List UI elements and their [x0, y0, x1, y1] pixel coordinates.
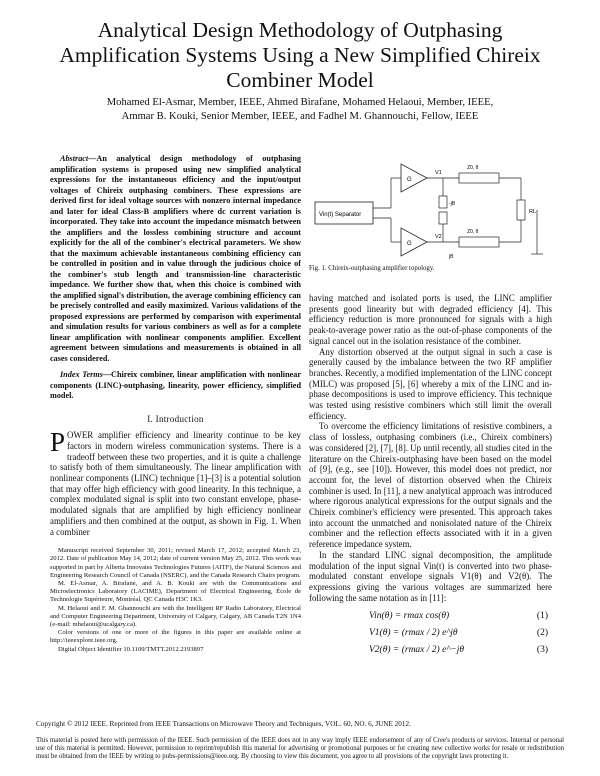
authors-line-2: Ammar B. Kouki, Senior Member, IEEE, and…	[121, 111, 479, 122]
right-paragraph-1: having matched and isolated ports is use…	[309, 293, 552, 346]
amp-bottom-label: G	[407, 241, 412, 247]
figure-caption: Fig. 1. Chireix-outphasing amplifier top…	[309, 265, 435, 272]
figure-chireix-topology: Vin(t) Separator G G V1 V2 -jB	[309, 150, 552, 265]
footnote-doi: Digital Object Identifier 10.1109/TMTT.2…	[58, 645, 204, 653]
circuit-diagram: Vin(t) Separator G G V1 V2 -jB	[314, 163, 543, 260]
separator-label: Vin(t) Separator	[319, 212, 361, 218]
equation-3-text: V2(θ) = (rmax / 2) e^−jθ	[369, 645, 465, 656]
v2-label: V2	[435, 234, 442, 240]
equation-3: V2(θ) = (rmax / 2) e^−jθ (3)	[309, 643, 552, 660]
left-column: Abstract—An analytical design methodolog…	[50, 154, 301, 654]
footnote-affiliation-2: M. Helaoui and F. M. Ghannouchi are with…	[50, 604, 301, 629]
equation-1-text: Vin(θ) = rmax cos(θ)	[369, 611, 450, 622]
right-paragraph-3: To overcome the efficiency limitations o…	[309, 421, 552, 550]
right-paragraph-2: Any distortion observed at the output si…	[309, 346, 552, 421]
footnote-affiliation-1: M. El-Asmar, A. Birafane, and A. B. Kouk…	[50, 580, 301, 604]
equation-1: Vin(θ) = rmax cos(θ) (1)	[309, 609, 552, 626]
section-heading-introduction: I. Introduction	[147, 413, 204, 424]
author-block: Mohamed El-Asmar, Member, IEEE, Ahmed Bi…	[40, 96, 560, 124]
v1-label: V1	[435, 170, 442, 176]
amplifier-bottom-icon	[400, 227, 428, 257]
equation-2-text: V1(θ) = (rmax / 2) e^jθ	[369, 628, 458, 639]
tline-top	[458, 172, 500, 184]
right-paragraph-4: In the standard LINC signal decompositio…	[309, 549, 552, 603]
tline-bottom-label: Z0, θ	[467, 229, 479, 235]
abstract-lead: Abstract—	[60, 154, 97, 163]
load-label: RL	[529, 209, 536, 215]
amp-top-label: G	[407, 177, 412, 183]
stub-bottom	[438, 211, 448, 225]
amplifier-top-icon	[400, 163, 428, 193]
abstract: Abstract—An analytical design methodolog…	[50, 154, 301, 364]
index-terms-lead: Index Terms—	[60, 370, 112, 379]
equation-3-number: (3)	[536, 645, 548, 656]
tline-bottom	[458, 236, 500, 248]
footnotes: Manuscript received September 30, 2011; …	[50, 547, 301, 654]
abstract-body: An analytical design methodology of outp…	[50, 154, 301, 363]
separator-box	[314, 201, 374, 225]
footnote-manuscript: Manuscript received September 30, 2011; …	[50, 547, 301, 579]
drop-cap: P	[50, 427, 66, 458]
right-column: having matched and isolated ports is use…	[309, 293, 552, 660]
equation-1-number: (1)	[536, 611, 548, 622]
copyright-line: Copyright © 2012 IEEE. Reprinted from IE…	[36, 720, 411, 728]
index-terms-body: Chireix combiner, linear amplification w…	[50, 370, 301, 400]
stub-top-label: -jB	[449, 201, 456, 207]
stub-bottom-label: jB	[448, 254, 454, 260]
paper-title: Analytical Design Methodology of Outphas…	[59, 18, 541, 92]
authors-line-1: Mohamed El-Asmar, Member, IEEE, Ahmed Bi…	[106, 97, 494, 108]
intro-text: OWER amplifier efficiency and linearity …	[50, 430, 301, 537]
permission-notice: This material is posted here with permis…	[36, 737, 564, 761]
stub-top	[438, 195, 448, 209]
load-resistor	[516, 199, 526, 221]
equation-2-number: (2)	[536, 628, 548, 639]
tline-top-label: Z0, θ	[467, 165, 479, 171]
footnote-color: Color versions of one or more of the fig…	[50, 629, 301, 645]
equation-2: V1(θ) = (rmax / 2) e^jθ (2)	[309, 626, 552, 643]
index-terms: Index Terms—Chireix combiner, linear amp…	[50, 370, 301, 402]
